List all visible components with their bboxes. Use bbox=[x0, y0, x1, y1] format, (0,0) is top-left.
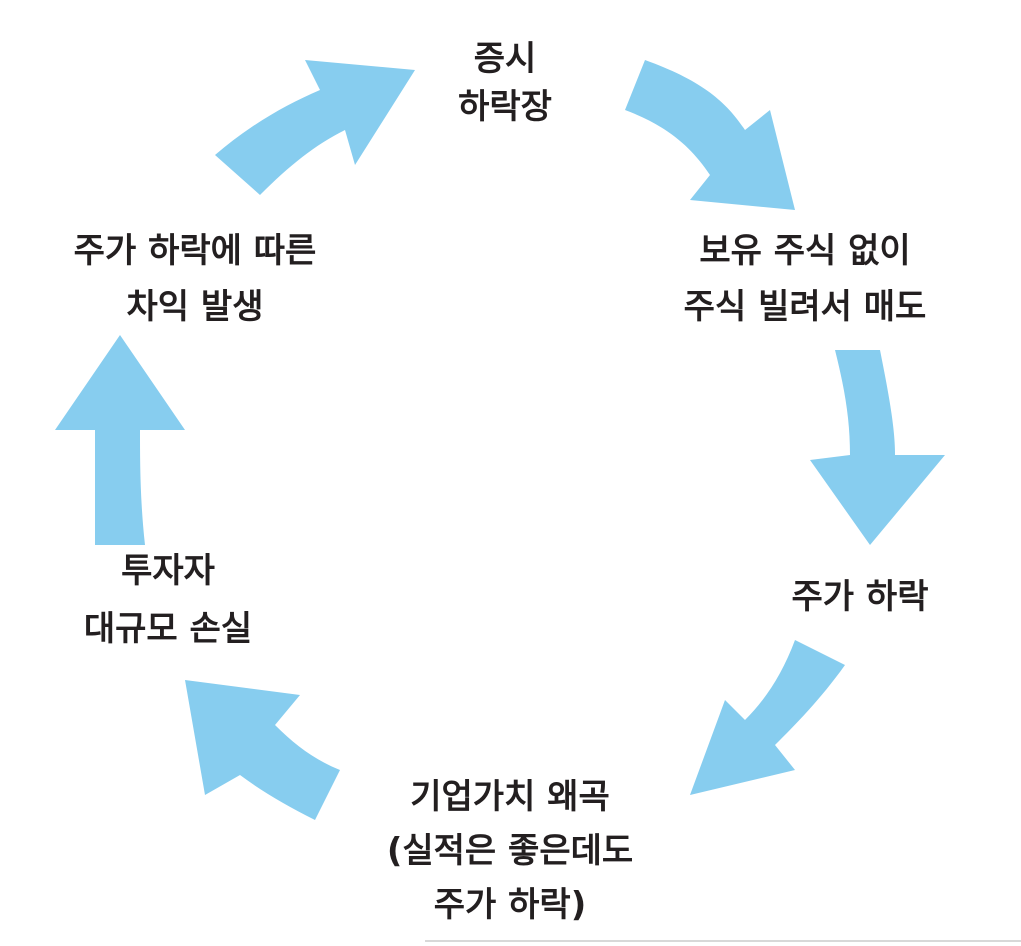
node-label-line: 보유 주식 없이 bbox=[699, 231, 910, 271]
node-label-line: (실적은 좋은데도 bbox=[387, 831, 633, 871]
node-label-line: 투자자 bbox=[121, 551, 215, 591]
arrow-price-drop-to-distortion bbox=[690, 640, 845, 795]
arrow-distortion-to-investor-loss bbox=[185, 680, 340, 820]
node-profit-gain: 주가 하락에 따른 차익 발생 bbox=[74, 231, 317, 327]
node-label-line: 주가 하락) bbox=[434, 885, 587, 925]
node-label-line: 기업가치 왜곡 bbox=[410, 777, 610, 817]
arrow-short-selling-to-price-drop bbox=[810, 350, 945, 545]
node-label-line: 주식 빌려서 매도 bbox=[684, 287, 927, 327]
node-investor-loss: 투자자 대규모 손실 bbox=[84, 551, 252, 649]
arrow-market-to-short-selling bbox=[625, 60, 795, 210]
node-label-line: 주가 하락 bbox=[792, 577, 929, 617]
node-label-line: 하락장 bbox=[458, 87, 552, 127]
node-label-line: 증시 bbox=[474, 39, 537, 79]
node-label-line: 주가 하락에 따른 bbox=[74, 231, 317, 271]
arrow-profit-to-market-decline bbox=[215, 60, 415, 195]
node-label-line: 대규모 손실 bbox=[84, 609, 252, 649]
arrow-investor-loss-to-profit bbox=[55, 335, 185, 545]
node-price-drop: 주가 하락 bbox=[792, 577, 929, 617]
node-market-decline: 증시 하락장 bbox=[458, 39, 552, 127]
node-label-line: 차익 발생 bbox=[127, 287, 264, 327]
node-value-distortion: 기업가치 왜곡 (실적은 좋은데도 주가 하락) bbox=[387, 777, 633, 925]
node-short-selling: 보유 주식 없이 주식 빌려서 매도 bbox=[684, 231, 927, 327]
